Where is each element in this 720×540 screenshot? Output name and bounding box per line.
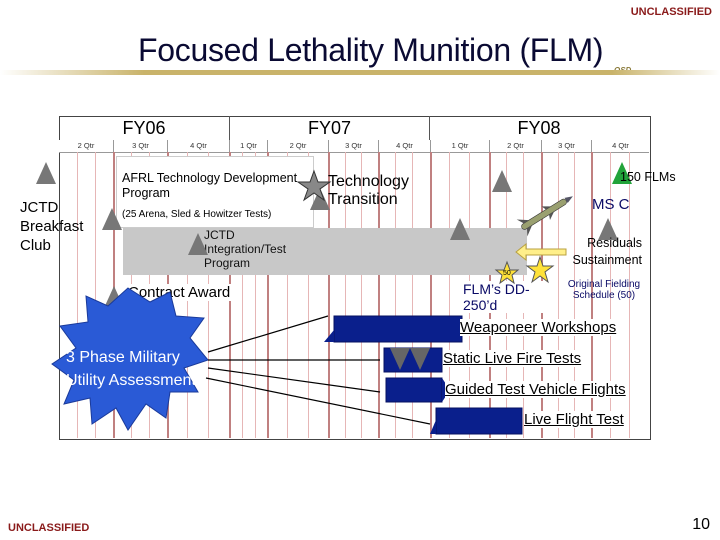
task-static-live-fire: Static Live Fire Tests: [443, 350, 582, 367]
quarter-header: 3 Qtr: [542, 140, 592, 153]
grid-line: [255, 152, 256, 438]
weaponeer-end-triangle: [324, 330, 334, 342]
grid-line: [558, 152, 559, 438]
static-fire-triangle: [390, 348, 410, 370]
grid-line: [328, 152, 330, 438]
sustainment-arrow: [515, 242, 567, 262]
contract-award-label: Contract Award: [126, 284, 233, 301]
count-star: [494, 260, 520, 285]
quarter-header: 2 Qtr: [490, 140, 542, 153]
milestone-triangle: [598, 218, 618, 240]
page-number: 10: [692, 516, 710, 533]
mua-arrow: [207, 367, 381, 393]
grid-line: [287, 152, 288, 438]
static-fire-triangle: [410, 348, 430, 370]
fielding-star: [525, 255, 555, 284]
classification-top: UNCLASSIFIED: [630, 6, 712, 18]
grid-line: [361, 152, 362, 438]
weaponeer-bar: [333, 315, 463, 343]
live-flight-bar: [435, 407, 523, 435]
quarter-header: 2 Qtr: [59, 140, 114, 153]
mua-arrow: [205, 377, 431, 425]
guided-flight-bar: [385, 377, 443, 403]
milestone-triangle: [188, 233, 208, 255]
grid-line: [574, 152, 575, 438]
milestone-triangle: [450, 218, 470, 240]
grid-line: [77, 152, 78, 438]
quarter-header: 3 Qtr: [114, 140, 168, 153]
grid-line: [430, 152, 432, 438]
quarter-header: 3 Qtr: [329, 140, 379, 153]
flm-dd250-label: FLM’s DD-250’d: [463, 281, 545, 313]
quarter-header: 1 Qtr: [431, 140, 490, 153]
afrl-subtitle: (25 Arena, Sled & Howitzer Tests): [122, 209, 272, 220]
grid-line: [345, 152, 346, 438]
star-count: 50: [503, 270, 511, 277]
grid-line: [610, 152, 611, 438]
milestone-triangle: [36, 162, 56, 184]
task-live-flight-test: Live Flight Test: [524, 411, 624, 428]
quarter-header: 1 Qtr: [230, 140, 268, 153]
jctd-bar-label: JCTD Integration/Test Program: [204, 228, 304, 270]
afrl-program-box: AFRL Technology Development Program (25 …: [116, 156, 314, 228]
task-guided-flights: Guided Test Vehicle Flights: [445, 381, 626, 398]
tech-transition-star: [296, 169, 332, 202]
quarter-header: 4 Qtr: [379, 140, 431, 153]
grid-line: [629, 152, 630, 438]
mua-burst-shape: [51, 287, 209, 431]
ms-c-label: MS C: [592, 196, 630, 213]
mua-arrow: [207, 315, 329, 353]
grid-line: [395, 152, 396, 438]
grid-line: [591, 152, 593, 438]
task-weaponeer-workshops: Weaponeer Workshops: [460, 319, 617, 336]
grid-line: [242, 152, 243, 438]
technology-transition-label: Technology Transition: [328, 173, 409, 208]
residuals-sustainment-label: Residuals Sustainment: [572, 236, 642, 267]
milestone-triangle: [492, 170, 512, 192]
grid-line: [378, 152, 380, 438]
live-flight-end-triangle: [430, 420, 436, 434]
ms-c-triangle: [612, 162, 632, 184]
original-fielding-label: Original Fielding Schedule (50): [567, 279, 641, 301]
grid-line: [449, 152, 450, 438]
jctd-bar-text: JCTD Integration/Test Program: [204, 228, 287, 270]
jctd-program-label: JCTD Breakfast Club: [20, 199, 84, 254]
milestone-triangle: [102, 208, 122, 230]
classification-bottom: UNCLASSIFIED: [8, 522, 90, 534]
missile-icon: [516, 196, 573, 237]
afrl-title: AFRL Technology Development Program: [122, 171, 298, 200]
mua-label: 3 Phase Military Utility Assessment: [66, 349, 196, 389]
page-title: Focused Lethality Munition (FLM): [138, 32, 604, 68]
quarter-header: 2 Qtr: [268, 140, 329, 153]
grid-line: [308, 152, 309, 438]
grid-line: [95, 152, 96, 438]
grid-line: [412, 152, 413, 438]
title-rule: [0, 70, 720, 75]
flm-count-label: 150 FLMs: [620, 170, 676, 184]
grid-line: [267, 152, 269, 438]
quarter-header: 4 Qtr: [168, 140, 230, 153]
quarter-header: 4 Qtr: [592, 140, 649, 153]
